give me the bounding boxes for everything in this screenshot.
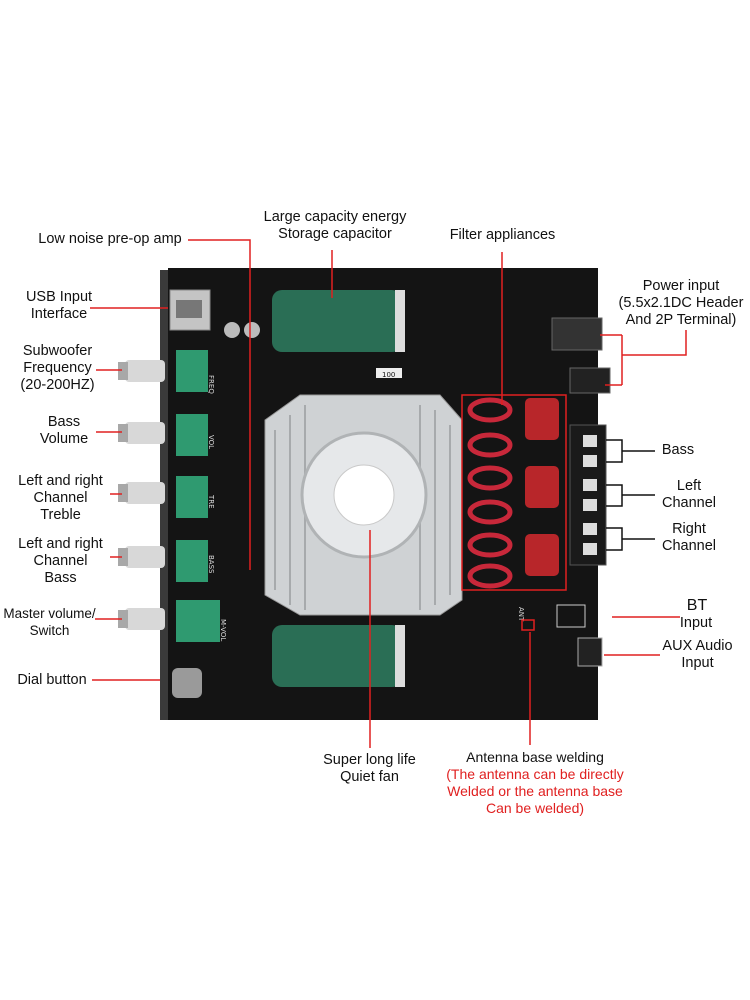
knob-treble bbox=[118, 482, 165, 504]
label-right-channel: Right Channel bbox=[661, 521, 716, 554]
pot-mvol bbox=[176, 600, 220, 642]
label-antenna: Antenna base welding bbox=[466, 749, 604, 765]
label-aux-input: AUX Audio Input bbox=[662, 638, 733, 671]
label-quiet-fan: Super long life Quiet fan bbox=[323, 752, 416, 785]
knob-subwoofer bbox=[118, 360, 165, 382]
board-label-freq: FREQ bbox=[207, 375, 215, 394]
label-power-input: Power input (5.5x2.1DC Header And 2P Ter… bbox=[618, 278, 744, 328]
board-label-100: 100 bbox=[382, 371, 395, 379]
label-bass-volume: Bass Volume bbox=[39, 414, 89, 447]
board-label-vol: VOL bbox=[207, 435, 215, 449]
label-dial-button: Dial button bbox=[17, 672, 87, 688]
label-lr-bass: Left and right Channel Bass bbox=[18, 536, 103, 586]
pot-bass bbox=[176, 540, 208, 582]
label-storage-capacitor: Large capacity energy Storage capacitor bbox=[263, 209, 407, 242]
power-terminal bbox=[569, 367, 611, 394]
label-filter-appliances: Filter appliances bbox=[449, 227, 556, 243]
label-subwoofer: Subwoofer Frequency (20-200HZ) bbox=[20, 343, 95, 393]
board-label-tre: TRE bbox=[207, 494, 215, 509]
dial-button-part bbox=[172, 668, 202, 698]
board-label-ant: ANT bbox=[517, 607, 525, 622]
knob-lr-bass bbox=[118, 546, 165, 568]
antenna-pad bbox=[521, 619, 535, 631]
label-low-noise-amp: Low noise pre-op amp bbox=[38, 231, 182, 247]
label-master-volume: Master volume/ Switch bbox=[3, 606, 96, 638]
pot-tre bbox=[176, 476, 208, 518]
board-label-bass: BASS bbox=[207, 555, 215, 574]
bt-module bbox=[556, 604, 586, 628]
capacitor-top bbox=[272, 290, 402, 352]
filter-inductors bbox=[467, 397, 513, 589]
label-treble: Left and right Channel Treble bbox=[18, 473, 103, 523]
board-label-mvol: M-VOL bbox=[219, 619, 227, 641]
label-bt-input: Input bbox=[679, 615, 713, 631]
knob-master bbox=[118, 608, 165, 630]
pot-freq bbox=[176, 350, 208, 392]
label-bass-out: Bass bbox=[661, 442, 695, 458]
film-cap-2 bbox=[525, 466, 559, 508]
dc-jack bbox=[551, 317, 603, 351]
label-usb-input: USB Input Interface bbox=[25, 289, 93, 322]
fan-hub bbox=[333, 464, 395, 526]
capacitor-bottom bbox=[272, 625, 402, 687]
film-cap-3 bbox=[525, 534, 559, 576]
label-antenna-note: (The antenna can be directly Welded or t… bbox=[446, 766, 624, 816]
pot-vol bbox=[176, 414, 208, 456]
aux-jack bbox=[577, 637, 603, 667]
knob-bass-volume bbox=[118, 422, 165, 444]
speaker-terminal-block bbox=[569, 424, 607, 566]
label-bt: BT bbox=[686, 597, 708, 614]
label-left-channel: Left Channel bbox=[661, 478, 716, 511]
film-cap-1 bbox=[525, 398, 559, 440]
